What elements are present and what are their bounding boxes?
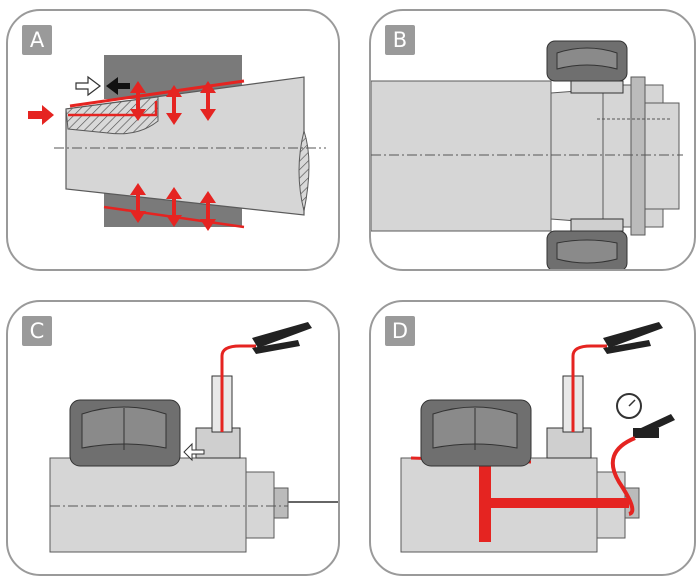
panel-b: B — [369, 9, 696, 271]
panel-b-label: B — [385, 25, 415, 55]
radial-oil-duct — [479, 462, 491, 542]
bearing — [69, 399, 181, 467]
hollow-arrow-icon — [75, 75, 101, 97]
oil-film-top — [69, 79, 245, 108]
radial-arrows — [130, 81, 216, 231]
tapered-shaft — [65, 76, 305, 216]
oil-inlet-arrow — [28, 105, 54, 125]
shaft-journal — [245, 471, 275, 539]
injector-pump-icon — [633, 414, 675, 438]
panel-a-drawing — [28, 55, 326, 231]
oil-hose — [571, 344, 607, 357]
shaft-step — [550, 88, 604, 224]
panel-d-label: D — [385, 316, 415, 346]
lock-nut — [630, 76, 646, 236]
panel-d: D — [369, 300, 696, 576]
axial-oil-duct — [481, 498, 629, 508]
hydraulic-nut — [546, 427, 592, 459]
panel-c-label: C — [22, 316, 52, 346]
panel-a: A — [6, 9, 340, 271]
panel-c: C — [6, 300, 340, 576]
oil-hose-injector — [610, 436, 636, 516]
shaft — [371, 80, 552, 232]
oil-duct — [68, 101, 158, 117]
pump-icon — [603, 322, 663, 354]
solid-arrow-icon — [106, 77, 130, 95]
push-arrow — [183, 442, 205, 462]
thread-end — [273, 487, 289, 519]
shaft-end-section — [298, 129, 310, 212]
oil-hose — [220, 344, 256, 357]
panel-c-drawing — [49, 322, 338, 553]
shaft — [49, 457, 247, 553]
bearing — [420, 399, 532, 467]
shaft-end — [644, 102, 680, 210]
bearing-bottom — [546, 218, 628, 269]
hydraulic-nut — [195, 427, 241, 459]
panel-a-label: A — [22, 25, 52, 55]
panel-d-drawing — [400, 322, 675, 553]
pump-icon — [252, 322, 312, 354]
bearing-top — [546, 40, 628, 94]
panel-b-drawing — [371, 40, 683, 269]
